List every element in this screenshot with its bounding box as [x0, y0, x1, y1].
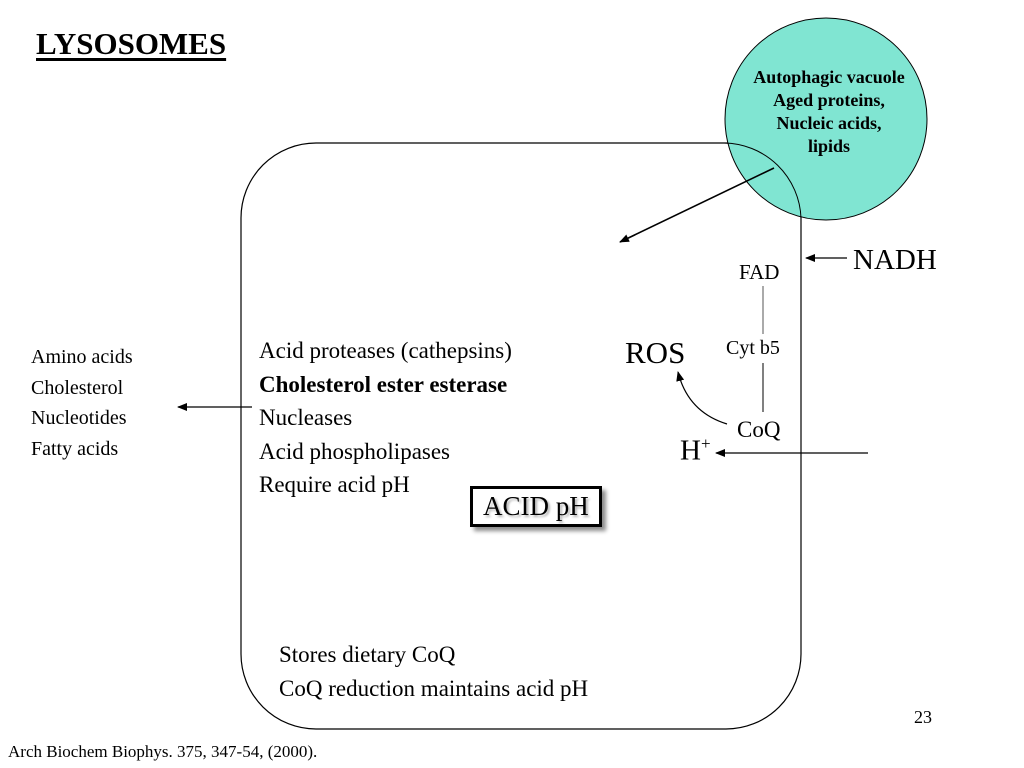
product-item: Cholesterol [31, 376, 124, 399]
vacuole-line: Nucleic acids, [776, 113, 882, 133]
acid-ph-box: ACID pH [470, 486, 602, 527]
product-item: Fatty acids [31, 437, 119, 460]
enzyme-item: Require acid pH [259, 472, 410, 497]
vacuole-line: Autophagic vacuole [753, 67, 905, 87]
vacuole-line: lipids [807, 136, 851, 156]
enzyme-item: Acid proteases (cathepsins) [259, 338, 512, 363]
page-number: 23 [914, 707, 932, 727]
proton-charge: + [700, 434, 711, 453]
fad-label: FAD [739, 260, 780, 284]
coq-to-ros-arrow [676, 371, 728, 425]
product-item: Nucleotides [31, 407, 127, 429]
proton-symbol: H [680, 434, 701, 467]
enzymes-list: Acid proteases (cathepsins) Cholesterol … [259, 334, 512, 502]
note-line: Stores dietary CoQ [279, 642, 456, 667]
vacuole-line: Aged proteins, [773, 90, 885, 110]
enzyme-item: Cholesterol ester esterase [259, 371, 508, 397]
vacuole-fusion-arrow [619, 167, 775, 243]
enzyme-item: Acid phospholipases [259, 438, 451, 464]
membrane-overlap-arc [723, 142, 802, 219]
ros-label: ROS [625, 335, 686, 370]
nadh-label: NADH [853, 244, 937, 276]
citation: Arch Biochem Biophys. 375, 347-54, (2000… [8, 742, 318, 761]
autophagic-vacuole-circle [724, 17, 928, 221]
lysosome-membrane [240, 142, 802, 730]
autophagic-vacuole-label: Autophagic vacuole Aged proteins, Nuclei… [724, 66, 934, 158]
product-item: Amino acids [31, 346, 133, 368]
products-list: Amino acids Cholesterol Nucleotides Fatt… [31, 342, 133, 464]
enzyme-item: Nucleases [259, 405, 353, 430]
note-line: CoQ reduction maintains acid pH [279, 675, 589, 701]
page-title: LYSOSOMES [36, 26, 227, 61]
coq-notes: Stores dietary CoQ CoQ reduction maintai… [279, 638, 588, 705]
cytb5-label: Cyt b5 [726, 337, 780, 359]
proton-label: H+ [680, 434, 711, 468]
coq-label: CoQ [737, 417, 781, 442]
